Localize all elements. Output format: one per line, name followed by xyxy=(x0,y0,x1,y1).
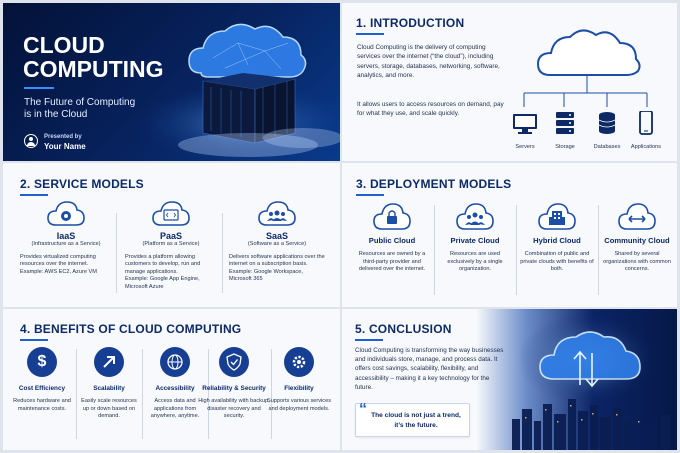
benefit-name: Cost Efficiency xyxy=(18,385,66,392)
introduction-para-1: Cloud Computing is the delivery of compu… xyxy=(357,44,500,80)
resource-label: Servers xyxy=(515,144,535,150)
quote-line-2: it’s the future. xyxy=(394,422,438,429)
resource-servers: Servers xyxy=(510,111,540,152)
phone-icon xyxy=(639,110,653,135)
gear-icon xyxy=(284,347,314,377)
cloud-datacenter-illustration xyxy=(133,23,340,161)
gear-icon xyxy=(47,201,85,226)
deployment-desc: Resources are used exclusively by a sing… xyxy=(447,251,503,273)
code-window-icon xyxy=(152,201,190,226)
resource-databases: Databases xyxy=(590,111,624,152)
service-model-sub: (Platform as a Service) xyxy=(142,241,200,247)
conclusion-header: 5. CONCLUSION xyxy=(355,322,452,341)
database-icon xyxy=(598,112,616,134)
deployment-name: Community Cloud xyxy=(604,236,670,245)
benefits-header: 4. BENEFITS OF CLOUD COMPUTING xyxy=(20,322,242,341)
benefit-name: Reliability & Security xyxy=(202,385,266,392)
quote-line-1: The cloud is not just a trend, xyxy=(371,412,461,419)
benefits-slide: 4. BENEFITS OF CLOUD COMPUTING $ Cost Ef… xyxy=(3,309,340,450)
service-models-header: 2. SERVICE MODELS xyxy=(20,177,144,196)
benefit-desc: Easily scale resources up or down based … xyxy=(81,398,137,420)
network-cloud-icon xyxy=(523,29,648,107)
server-stack-icon xyxy=(556,112,574,134)
resource-storage: Storage xyxy=(550,111,580,152)
group-icon xyxy=(456,203,494,230)
users-icon xyxy=(258,201,296,226)
service-model-example: Example: Google Workspace, Microsoft 365 xyxy=(229,268,303,283)
benefit-desc: High availability with backup, disaster … xyxy=(198,398,270,420)
service-model-name: PaaS xyxy=(159,231,183,241)
benefit-desc: Supports various services and deployment… xyxy=(266,398,332,412)
dollar-icon: $ xyxy=(27,347,57,377)
conclusion-text: Cloud Computing is transforming the way … xyxy=(355,347,504,391)
arrow-up-right-icon xyxy=(94,347,124,377)
service-model-iaas: IaaS (Infrastructure as a Service) Provi… xyxy=(20,199,112,276)
title-slide: CLOUD COMPUTING The Future of Computing … xyxy=(3,3,340,161)
service-model-sub: (Software as a Service) xyxy=(247,241,307,247)
deployment-models-header: 3. DEPLOYMENT MODELS xyxy=(356,177,512,196)
introduction-slide: 1. INTRODUCTION Cloud Computing is the d… xyxy=(342,3,677,161)
deployment-name: Public Cloud xyxy=(368,236,416,245)
service-model-example: Example: AWS EC2, Azure VM xyxy=(20,268,97,275)
shield-icon xyxy=(219,347,249,377)
service-model-sub: (Infrastructure as a Service) xyxy=(31,241,101,247)
benefit-name: Scalability xyxy=(93,385,125,392)
globe-icon xyxy=(160,347,190,377)
introduction-para-2: It allows users to access resources on d… xyxy=(357,101,504,118)
presented-by-label: Presented by xyxy=(44,134,82,140)
deployment-name: Private Cloud xyxy=(450,236,500,245)
deployment-desc: Resources are owned by a third-party pro… xyxy=(358,251,426,273)
subtitle-line-2: is in the Cloud xyxy=(24,109,88,120)
subtitle-line-1: The Future of Computing xyxy=(24,97,136,108)
deployment-desc: Combination of public and private clouds… xyxy=(520,251,594,273)
deployment-models-slide: 3. DEPLOYMENT MODELS Public Cloud Resour… xyxy=(342,163,677,307)
title-line-2: COMPUTING xyxy=(23,56,164,82)
service-model-saas: SaaS (Software as a Service) Delivers so… xyxy=(229,199,325,284)
cloud-city-illustration xyxy=(512,314,670,450)
arrows-icon xyxy=(618,203,656,230)
benefit-desc: Access data and applications from anywhe… xyxy=(150,398,200,420)
deployment-name: Hybrid Cloud xyxy=(533,236,581,245)
benefit-flexibility: Flexibility Supports various services an… xyxy=(265,347,333,413)
deployment-desc: Shared by several organizations with com… xyxy=(603,251,671,273)
service-model-desc: Provides virtualized computing resources… xyxy=(20,253,96,268)
deployment-private-cloud: Private Cloud Resources are used exclusi… xyxy=(437,201,513,274)
deployment-public-cloud: Public Cloud Resources are owned by a th… xyxy=(354,201,430,274)
monitor-icon xyxy=(513,114,537,134)
resource-applications: Applications xyxy=(628,110,664,152)
benefit-name: Accessibility xyxy=(155,385,195,392)
service-model-name: SaaS xyxy=(265,231,289,241)
presenter-name: Your Name xyxy=(44,142,86,151)
conclusion-slide: 5. CONCLUSION Cloud Computing is transfo… xyxy=(342,309,677,450)
service-model-desc: Provides a platform allowing customers t… xyxy=(125,253,201,275)
service-model-desc: Delivers software applications over the … xyxy=(229,253,325,268)
benefit-reliability-security: Reliability & Security High availability… xyxy=(198,347,270,421)
title-line-1: CLOUD xyxy=(23,32,105,58)
presenter-avatar-icon xyxy=(24,134,38,148)
deployment-hybrid-cloud: Hybrid Cloud Combination of public and p… xyxy=(519,201,595,274)
service-model-example: Example: Google App Engine, Microsoft Az… xyxy=(125,276,200,290)
resource-label: Applications xyxy=(630,144,662,150)
benefit-accessibility: Accessibility Access data and applicatio… xyxy=(144,347,206,421)
lock-icon xyxy=(373,203,411,230)
title-underline xyxy=(24,87,54,89)
benefit-desc: Reduces hardware and maintenance costs. xyxy=(13,398,71,412)
quote-mark-icon: “ xyxy=(359,401,367,418)
introduction-header: 1. INTRODUCTION xyxy=(356,16,465,35)
benefit-cost-efficiency: $ Cost Efficiency Reduces hardware and m… xyxy=(11,347,73,413)
service-model-name: IaaS xyxy=(56,231,76,241)
quote-box: “ The cloud is not just a trend, it’s th… xyxy=(355,401,470,437)
benefit-name: Flexibility xyxy=(284,385,314,392)
service-model-paas: PaaS (Platform as a Service) Provides a … xyxy=(125,199,217,292)
resource-label: Storage xyxy=(555,144,575,150)
resource-label: Databases xyxy=(593,144,621,150)
building-icon xyxy=(538,203,576,230)
benefit-scalability: Scalability Easily scale resources up or… xyxy=(78,347,140,421)
deployment-community-cloud: Community Cloud Shared by several organi… xyxy=(600,201,674,274)
service-models-slide: 2. SERVICE MODELS IaaS (Infrastructure a… xyxy=(3,163,340,307)
